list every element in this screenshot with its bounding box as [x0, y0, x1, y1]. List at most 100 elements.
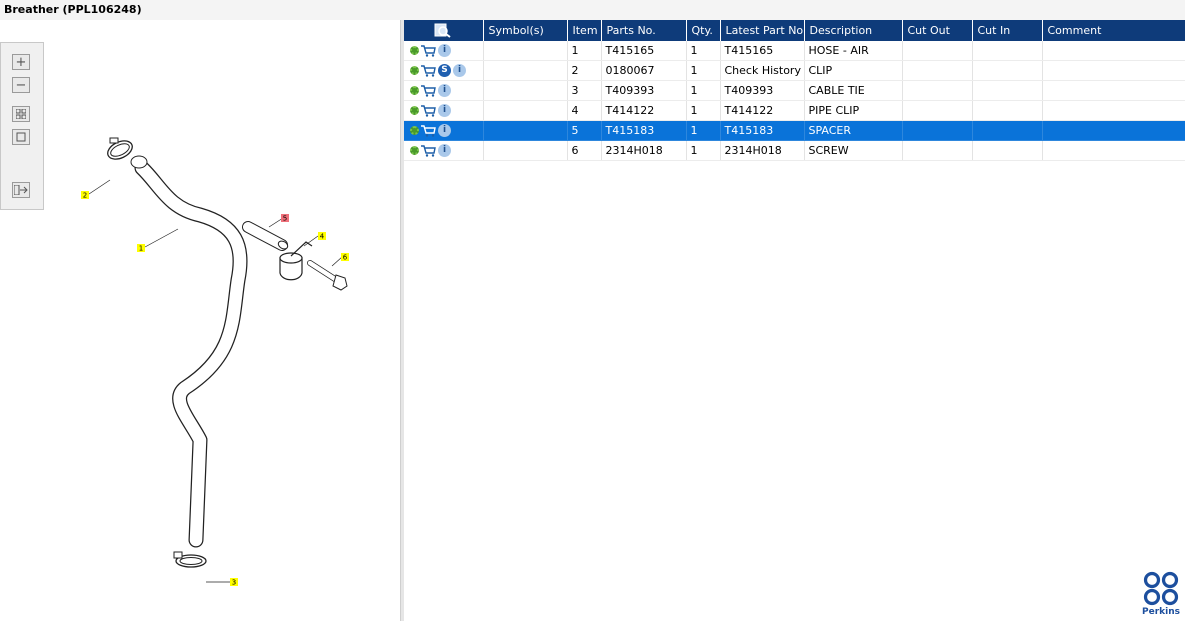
svg-text:4: 4	[320, 233, 325, 241]
row-actions-cell: i	[404, 120, 484, 141]
comment-cell	[1042, 100, 1185, 121]
item-cell: 6	[567, 140, 602, 161]
item-cell: 5	[567, 120, 602, 141]
callout-4[interactable]: 4	[318, 232, 326, 241]
cart-icon[interactable]	[421, 45, 436, 57]
description-cell: CABLE TIE	[804, 80, 903, 101]
parts-list-pane: Symbol(s) Item Parts No. Qty. Latest Par…	[404, 20, 1185, 621]
gear-icon[interactable]	[410, 86, 419, 96]
perkins-logo: Perkins	[1139, 571, 1183, 619]
symbols-cell	[483, 100, 568, 121]
item-cell: 1	[567, 41, 602, 61]
info-icon[interactable]: i	[453, 64, 466, 78]
info-icon[interactable]: i	[438, 104, 451, 118]
cut-out-cell	[902, 140, 973, 161]
export-button[interactable]	[12, 182, 30, 198]
parts-no-cell: 2314H018	[601, 140, 687, 161]
pane-splitter[interactable]	[400, 20, 404, 621]
window-title-bar: Breather (PPL106248)	[0, 0, 1185, 21]
gear-icon[interactable]	[410, 106, 419, 116]
parts-no-cell: T415165	[601, 41, 687, 61]
description-cell: SCREW	[804, 140, 903, 161]
description-cell: CLIP	[804, 60, 903, 81]
cart-icon[interactable]	[421, 125, 436, 137]
column-header-tools[interactable]	[404, 20, 484, 41]
column-header-description[interactable]: Description	[804, 20, 903, 41]
latest-part-no-cell: T414122	[720, 100, 805, 121]
supersession-icon[interactable]: S	[438, 64, 451, 78]
cart-icon[interactable]	[421, 85, 436, 97]
info-icon[interactable]: i	[438, 44, 451, 58]
column-header-comment[interactable]: Comment	[1042, 20, 1185, 41]
svg-text:1: 1	[139, 245, 143, 253]
cart-icon[interactable]	[421, 105, 436, 117]
callout-1[interactable]: 1	[137, 244, 145, 253]
column-header-qty[interactable]: Qty.	[686, 20, 721, 41]
description-cell: HOSE - AIR	[804, 41, 903, 61]
fit-all-button[interactable]	[12, 106, 30, 122]
zoom-in-button[interactable]: +	[12, 54, 30, 70]
row-actions-cell: i	[404, 80, 484, 101]
item-cell: 4	[567, 100, 602, 121]
info-icon[interactable]: i	[438, 124, 451, 138]
column-header-symbols[interactable]: Symbol(s)	[483, 20, 568, 41]
cut-in-cell	[972, 100, 1043, 121]
gear-icon[interactable]	[410, 46, 419, 56]
row-actions-cell: i	[404, 41, 484, 61]
exploded-diagram[interactable]: 1 2 3 4 5 6	[0, 20, 400, 621]
callout-6[interactable]: 6	[341, 253, 349, 262]
callout-3[interactable]: 3	[230, 578, 238, 587]
gear-icon[interactable]	[410, 126, 419, 136]
column-header-latest-part-no[interactable]: Latest Part No.	[720, 20, 805, 41]
parts-no-cell: T414122	[601, 100, 687, 121]
perkins-emblem-icon	[1143, 571, 1179, 606]
callout-2[interactable]: 2	[81, 191, 89, 200]
cut-out-cell	[902, 100, 973, 121]
fit-page-button[interactable]	[12, 129, 30, 145]
latest-part-no-cell: T409393	[720, 80, 805, 101]
latest-part-no-cell: Check History	[720, 60, 805, 81]
column-header-cut-in[interactable]: Cut In	[972, 20, 1043, 41]
window-title: Breather (PPL106248)	[4, 3, 142, 16]
cut-in-cell	[972, 120, 1043, 141]
column-header-cut-out[interactable]: Cut Out	[902, 20, 973, 41]
description-cell: PIPE CLIP	[804, 100, 903, 121]
qty-cell: 1	[686, 80, 721, 101]
info-icon[interactable]: i	[438, 144, 451, 158]
latest-part-no-cell: T415183	[720, 120, 805, 141]
parts-no-cell: 0180067	[601, 60, 687, 81]
diagram-pane[interactable]: 1 2 3 4 5 6 + −	[0, 20, 400, 621]
comment-cell	[1042, 41, 1185, 61]
gear-icon[interactable]	[410, 146, 419, 156]
cut-out-cell	[902, 80, 973, 101]
qty-cell: 1	[686, 60, 721, 81]
comment-cell	[1042, 80, 1185, 101]
symbols-cell	[483, 80, 568, 101]
row-actions-cell: i	[404, 100, 484, 121]
export-icon	[14, 185, 28, 195]
cart-icon[interactable]	[421, 145, 436, 157]
symbols-cell	[483, 140, 568, 161]
zoom-out-button[interactable]: −	[12, 77, 30, 93]
qty-cell: 1	[686, 120, 721, 141]
cart-icon[interactable]	[421, 65, 436, 77]
latest-part-no-cell: 2314H018	[720, 140, 805, 161]
cut-out-cell	[902, 60, 973, 81]
cut-out-cell	[902, 120, 973, 141]
svg-text:3: 3	[232, 579, 236, 587]
info-icon[interactable]: i	[438, 84, 451, 98]
svg-text:2: 2	[83, 192, 87, 200]
callout-5[interactable]: 5	[281, 214, 289, 223]
square-icon	[16, 132, 26, 142]
comment-cell	[1042, 60, 1185, 81]
column-header-parts-no[interactable]: Parts No.	[601, 20, 687, 41]
gear-icon[interactable]	[410, 66, 419, 76]
column-header-item[interactable]: Item	[567, 20, 602, 41]
